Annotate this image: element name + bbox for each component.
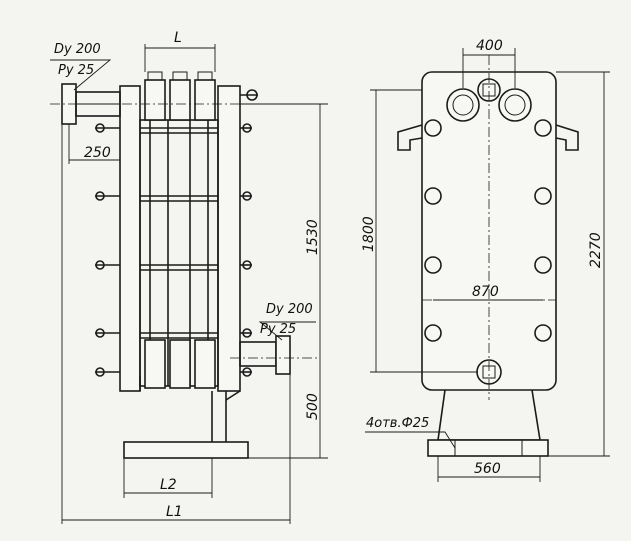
fixed-plate (119, 85, 141, 392)
frame-bolts (424, 119, 552, 342)
port-top-left (446, 88, 480, 122)
label-dim-1800: 1800 (361, 216, 377, 252)
label-dim-L2: L2 (160, 477, 177, 493)
label-py-top: Py 25 (58, 63, 94, 78)
label-py-bottom: Py 25 (260, 322, 296, 337)
label-dim-1530: 1530 (305, 219, 321, 255)
label-dim-500: 500 (305, 393, 321, 420)
label-dim-L: L (174, 30, 182, 46)
label-dim-L1: L1 (166, 504, 183, 520)
side-view (50, 44, 328, 524)
pressure-plate (217, 85, 241, 392)
label-dy-top: Dy 200 (54, 42, 101, 57)
label-dim-400: 400 (476, 38, 503, 54)
tie-bolts-left (95, 123, 120, 377)
label-dim-560: 560 (474, 461, 501, 477)
label-dim-250: 250 (84, 145, 111, 161)
label-holes-note: 4отв.Ф25 (366, 416, 429, 431)
tie-bolts-right (240, 89, 258, 377)
label-dim-2270: 2270 (588, 232, 604, 268)
front-view (365, 48, 610, 482)
support-stand (123, 376, 249, 459)
port-top-right (498, 88, 532, 122)
outlet-nozzle-bottom (239, 335, 291, 375)
label-dy-bottom: Dy 200 (266, 302, 313, 317)
label-dim-870: 870 (472, 284, 499, 300)
